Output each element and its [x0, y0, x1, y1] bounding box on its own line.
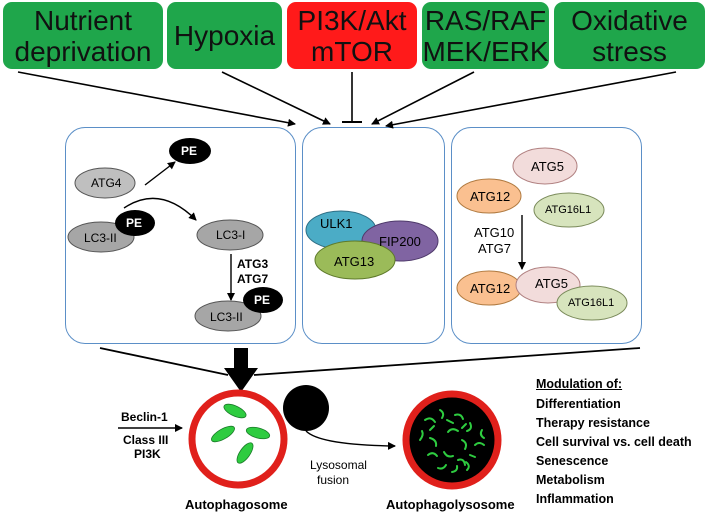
label-lc3ii-a: LC3-II — [84, 231, 117, 245]
autophagolysosome-ring — [402, 390, 502, 490]
label-pe-mid: PE — [126, 216, 143, 230]
label-fusion: fusion — [317, 473, 350, 487]
top-box-pi3k-akt-mtor: PI3K/Akt mTOR — [287, 2, 417, 69]
arrow-to-pe — [144, 161, 176, 186]
top-box-oxidative-stress: Oxidative stress — [554, 2, 705, 69]
label-atg3: ATG3 — [237, 257, 269, 271]
degraded-cargo — [419, 409, 485, 473]
pe-top-oval — [169, 138, 211, 164]
label-atg16l1-top: ATG16L1 — [545, 204, 592, 216]
label-pe-bottom: PE — [254, 293, 271, 307]
atg13-oval — [314, 240, 396, 280]
label-ulk1: ULK1 — [320, 216, 353, 231]
arrow-hypoxia — [221, 71, 331, 125]
modulation-item: Inflammation — [536, 492, 614, 506]
arrow-nutrient — [17, 71, 296, 127]
lc3ii-oval-b — [194, 300, 262, 332]
line-left-panel — [99, 347, 229, 376]
top-box-label: Nutrient deprivation — [14, 4, 152, 67]
label-atg5-top: ATG5 — [531, 159, 564, 174]
label-pe-top: PE — [181, 144, 198, 158]
modulation-item: Cell survival vs. cell death — [536, 435, 692, 449]
cargo-2 — [211, 425, 235, 443]
label-pi3k: PI3K — [134, 447, 161, 461]
arrow-oxidative — [385, 71, 677, 129]
pe-bottom-oval — [243, 287, 283, 313]
label-lc3i: LC3-I — [216, 228, 246, 242]
label-atg13: ATG13 — [334, 254, 375, 269]
arrow-to-lc3i — [123, 197, 197, 221]
atg16l1-top-oval — [533, 192, 605, 228]
top-box-hypoxia: Hypoxia — [167, 2, 282, 69]
top-box-label: RAS/RAF MEK/ERK — [422, 4, 549, 67]
label-atg12-top: ATG12 — [470, 189, 511, 204]
cargo-1 — [223, 403, 247, 419]
line-right-panel — [253, 347, 641, 376]
label-atg7-left: ATG7 — [237, 272, 269, 286]
label-lc3ii-b: LC3-II — [210, 310, 243, 324]
label-lysosomal: Lysosomal — [310, 458, 367, 472]
top-box-label: Hypoxia — [173, 20, 276, 51]
label-beclin: Beclin-1 — [121, 410, 168, 424]
arrow-fusion — [305, 430, 396, 450]
top-box-label: Oxidative stress — [571, 4, 688, 67]
lysosome — [283, 385, 329, 431]
label-atg7-right: ATG7 — [478, 241, 511, 256]
label-atg16l1-bottom: ATG16L1 — [568, 297, 615, 309]
label-class3: Class III — [123, 433, 169, 447]
modulation-item: Metabolism — [536, 473, 605, 487]
label-fip200: FIP200 — [379, 234, 421, 249]
label-autophagosome: Autophagosome — [185, 497, 288, 512]
label-atg4: ATG4 — [91, 176, 122, 190]
modulation-item: Senescence — [536, 454, 609, 468]
top-box-ras-raf-mek-erk: RAS/RAF MEK/ERK — [422, 2, 549, 69]
top-box-label: PI3K/Akt mTOR — [297, 4, 407, 67]
autophagosome-ring — [188, 389, 288, 489]
atg16l1-bottom-oval — [556, 285, 628, 321]
modulation-item: Therapy resistance — [536, 416, 650, 430]
label-atg10: ATG10 — [474, 225, 515, 240]
cargo-3 — [245, 426, 271, 440]
atg4-oval — [74, 167, 136, 199]
pe-mid-oval — [115, 210, 155, 236]
lc3ii-oval-a — [67, 221, 135, 253]
modulation-title: Modulation of: — [536, 377, 623, 391]
modulation-item: Differentiation — [536, 397, 621, 411]
label-atg5-bottom: ATG5 — [535, 276, 568, 291]
lc3i-oval — [196, 219, 264, 251]
cargo-4 — [236, 442, 254, 464]
label-atg12-bottom: ATG12 — [470, 281, 511, 296]
arrow-ras — [371, 71, 475, 125]
label-autophagolysosome: Autophagolysosome — [386, 497, 515, 512]
atg5-top-oval — [512, 147, 578, 185]
top-box-nutrient-deprivation: Nutrient deprivation — [3, 2, 163, 69]
atg12-top-oval — [456, 178, 522, 214]
big-down-arrow — [224, 348, 258, 392]
